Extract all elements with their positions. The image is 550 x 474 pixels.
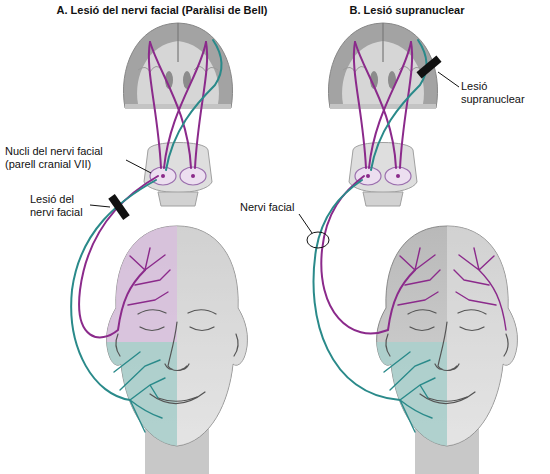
- leader-line: [90, 205, 110, 207]
- lesion-marker: [416, 56, 441, 79]
- panel-heading: B. Lesió supranuclear: [350, 4, 465, 17]
- head-illustration: [370, 220, 527, 474]
- normal-face: [447, 220, 527, 452]
- corticobulbar-fibre: [369, 42, 411, 168]
- structure-label: Nervi facial: [240, 201, 294, 214]
- forehead-branches: [128, 248, 170, 305]
- nerve-pathways: [314, 40, 427, 400]
- face-shading: [100, 220, 257, 452]
- head-illustration: [100, 220, 257, 474]
- paralysed-lower-face: [100, 342, 177, 452]
- panel-heading: A. Lesió del nervi facial (Paràlisi de B…: [57, 4, 268, 17]
- lower-face-branches: [114, 352, 165, 432]
- corticobulbar-fibre: [164, 42, 206, 168]
- forehead-branches: [398, 248, 440, 305]
- corticobulbar-fibre: [149, 42, 161, 168]
- facial-nerve: [314, 180, 400, 400]
- nerve-pathways: [71, 40, 221, 400]
- normal-face: [177, 220, 257, 452]
- paralysed-upper-face: [100, 220, 177, 342]
- structure-label: Nucli del nervi facial (parell cranial V…: [5, 145, 130, 171]
- brain-section: [328, 23, 437, 206]
- brain-section: [328, 23, 437, 206]
- face-shading: [370, 220, 527, 452]
- lesion-label: Lesió supranuclear: [461, 80, 543, 106]
- lower-face-branches: [384, 352, 435, 432]
- lesion-label: Lesió del nervi facial: [30, 193, 94, 219]
- highlight-ellipse: [307, 232, 329, 248]
- corticobulbar-fibre: [166, 40, 222, 170]
- brain-section: [123, 23, 232, 206]
- nerve-branches: [384, 248, 506, 432]
- forehead-branches: [454, 248, 506, 330]
- leader-line: [299, 214, 312, 233]
- nerve-branches: [114, 248, 170, 432]
- leader-line: [126, 160, 151, 173]
- leader-line: [438, 72, 459, 87]
- facial-nerve: [321, 176, 415, 333]
- facial-nerve: [79, 176, 158, 337]
- lesion-marker: [108, 194, 129, 220]
- corticobulbar-fibre: [371, 40, 427, 170]
- corticobulbar-fibre: [354, 42, 366, 168]
